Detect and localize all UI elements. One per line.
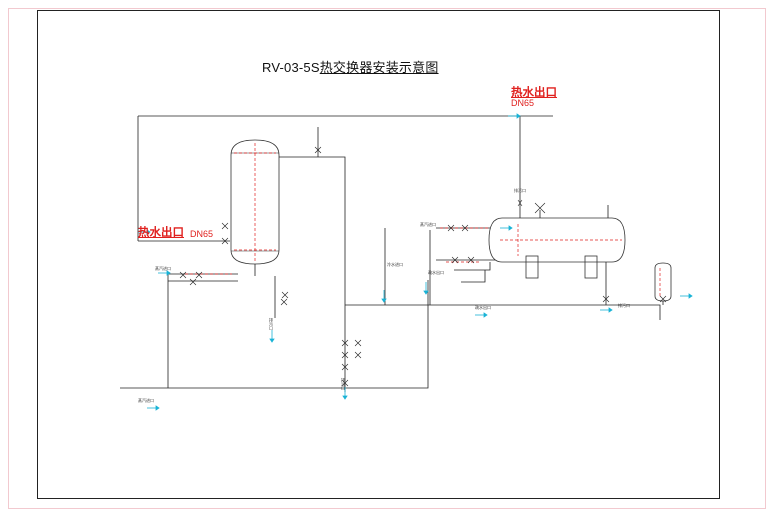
cold-water-inlet-label: 冷水进口 xyxy=(387,262,403,267)
hot-water-outlet-left-dn: DN65 xyxy=(190,229,214,239)
drain-label-3: 排污口 xyxy=(618,303,630,308)
steam-inlet-label-2: 蒸汽进口 xyxy=(420,222,436,227)
hot-water-outlet-right-label: 热水出口 xyxy=(511,87,557,99)
page-border xyxy=(8,8,766,509)
condensate-outlet-label: 疏水出口 xyxy=(428,270,444,275)
steam-inlet-label-3: 蒸汽进口 xyxy=(138,398,154,403)
right-vessel xyxy=(488,217,626,263)
drain-label-4: 排污口 xyxy=(514,188,526,193)
hot-water-outlet-right-dn: DN65 xyxy=(511,98,535,108)
hot-water-outlet-left-label: 热水出口 xyxy=(138,227,184,239)
drain-label-1: 排污口 xyxy=(269,318,274,330)
drawing-title: RV-03-5S热交换器安装示意图 xyxy=(262,60,439,75)
drawing-frame xyxy=(37,10,720,499)
small-tank xyxy=(654,262,672,302)
left-vessel xyxy=(230,139,280,265)
steam-inlet-label-1: 蒸汽进口 xyxy=(155,266,171,271)
drain-label-2: 排污口 xyxy=(341,378,346,390)
condensate-outlet-label-2: 疏水出口 xyxy=(475,305,491,310)
